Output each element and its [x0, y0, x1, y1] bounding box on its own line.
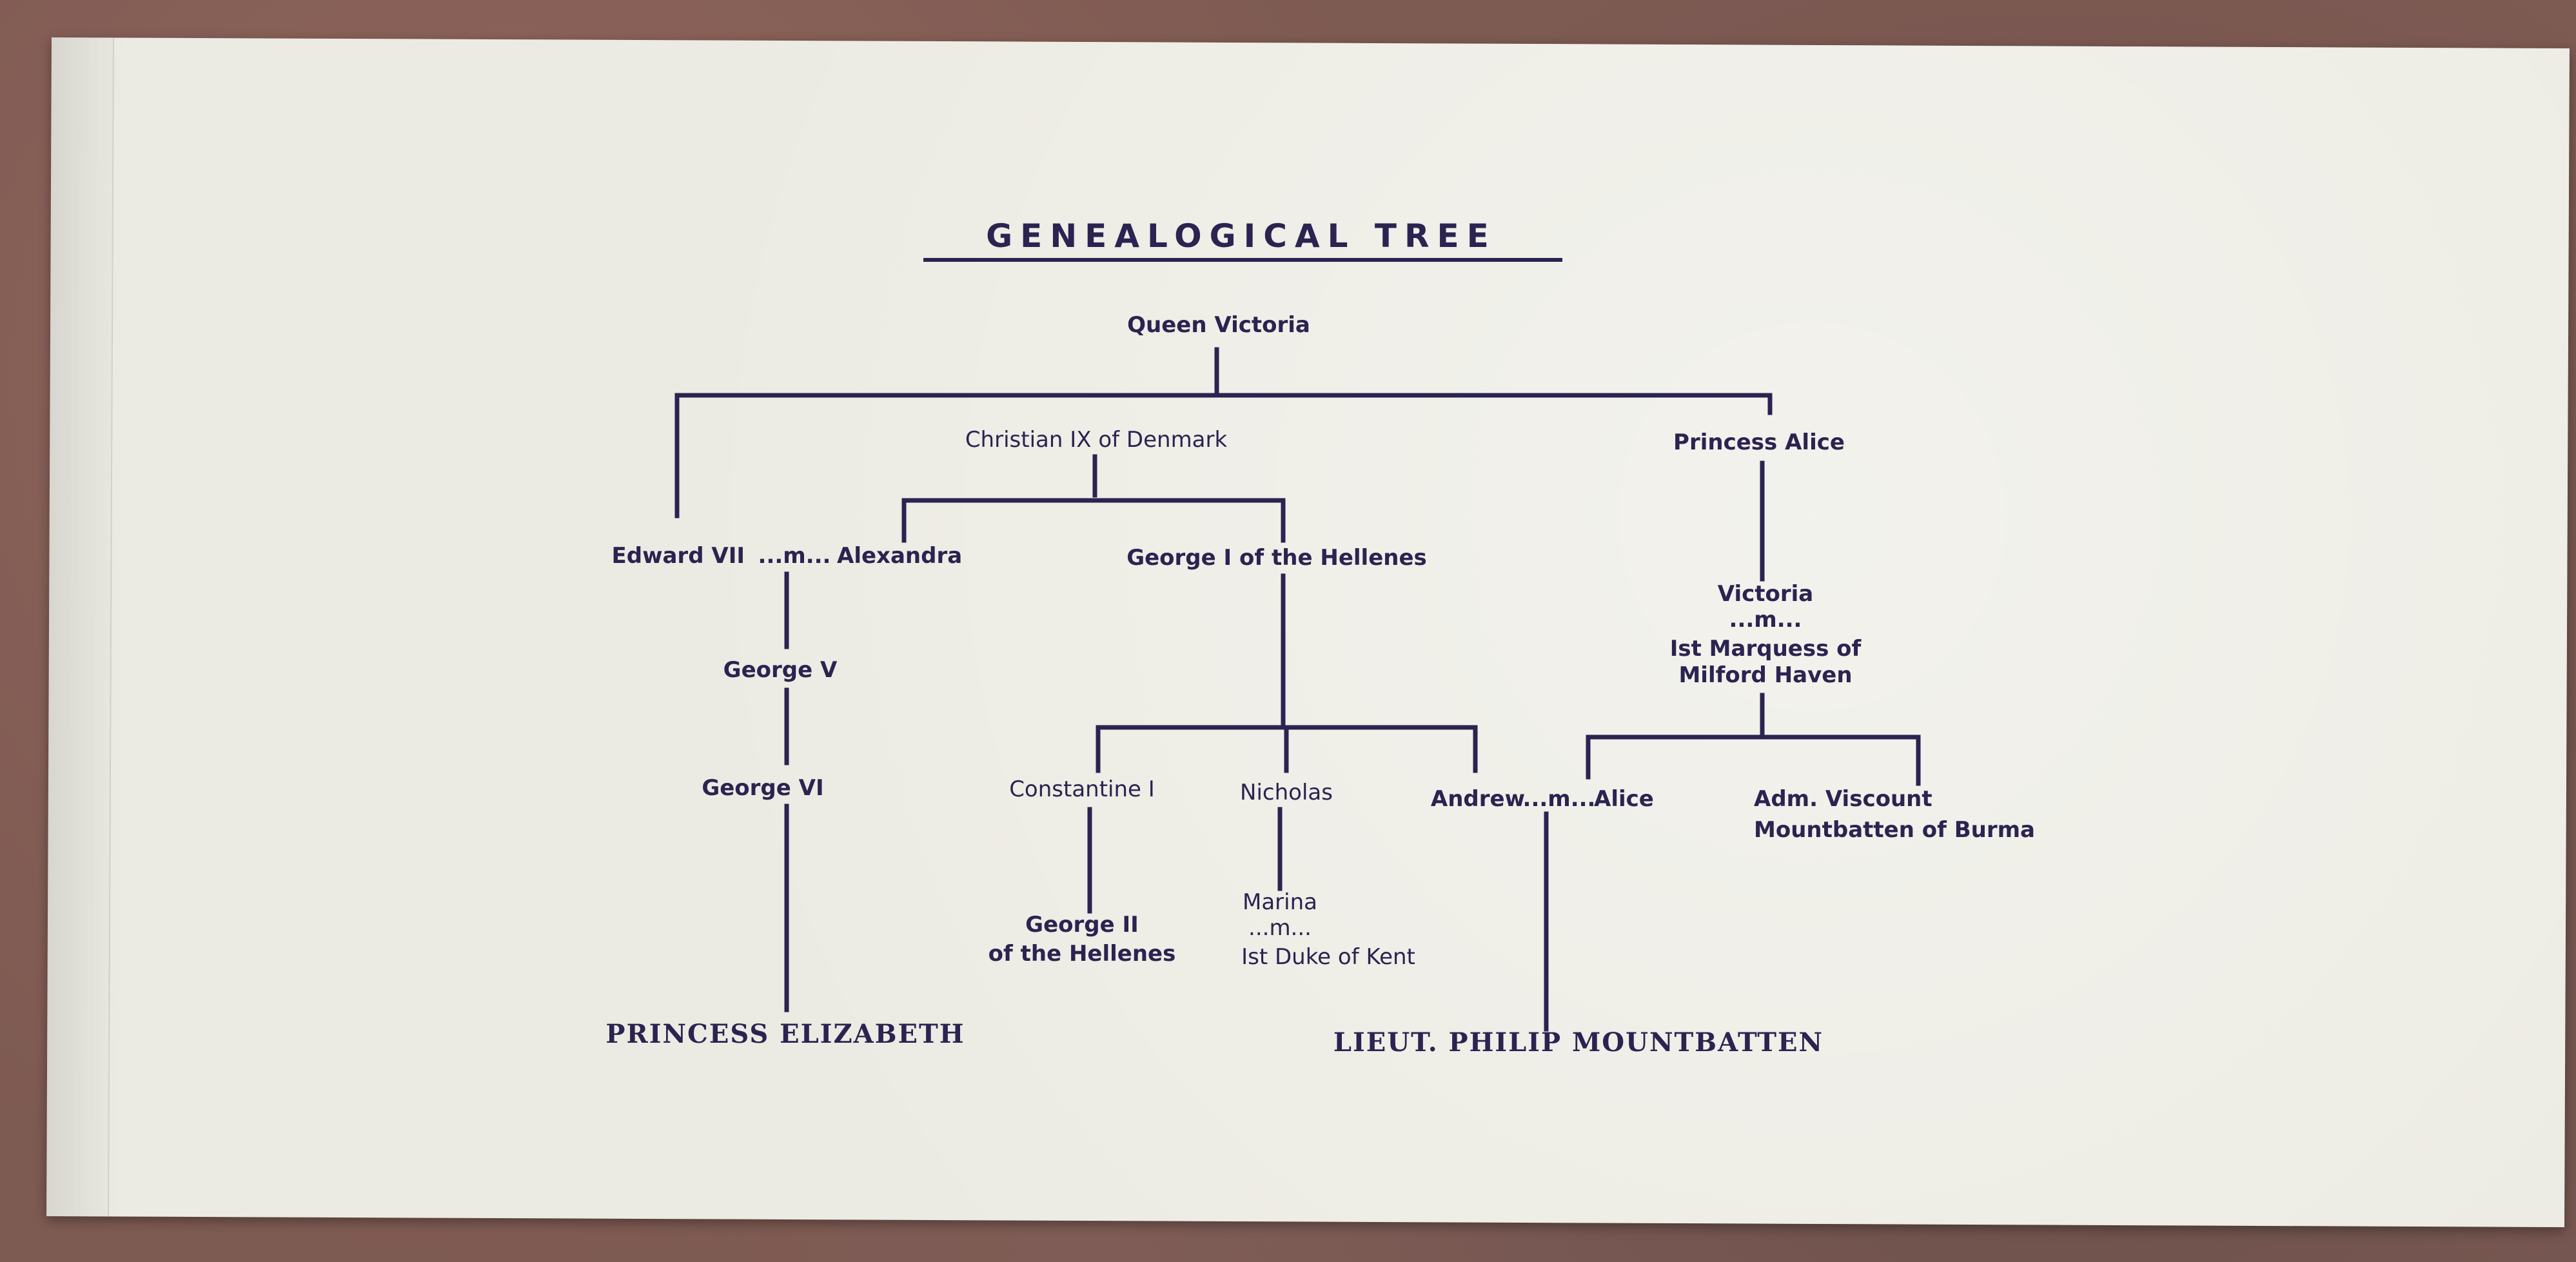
person-marina: Marina	[1243, 889, 1317, 915]
person-constantine-i: Constantine I	[1009, 776, 1155, 802]
marriage-mark-marina: ...m...	[1248, 915, 1312, 941]
person-queen-victoria: Queen Victoria	[1127, 312, 1310, 338]
person-alexandra: Alexandra	[837, 543, 962, 569]
person-george-ii-line-1: George II	[1025, 912, 1139, 938]
person-princess-alice: Princess Alice	[1673, 429, 1845, 455]
person-duke-of-kent: Ist Duke of Kent	[1241, 944, 1415, 970]
person-victoria: Victoria	[1718, 581, 1814, 607]
person-george-i: George I of the Hellenes	[1126, 545, 1427, 571]
page-title: GENEALOGICAL TREE	[986, 217, 1497, 255]
person-nicholas: Nicholas	[1240, 780, 1333, 805]
marriage-mark-edward-alexandra: ...m...	[758, 543, 831, 569]
person-alice: Alice	[1594, 786, 1654, 812]
marriage-mark-victoria: ...m...	[1729, 607, 1802, 633]
person-george-ii-line-2: of the Hellenes	[988, 941, 1176, 967]
person-andrew: Andrew	[1431, 786, 1525, 812]
person-christian-ix: Christian IX of Denmark	[965, 427, 1228, 453]
person-mountbatten-line-2: Mountbatten of Burma	[1754, 817, 2035, 843]
person-george-v: George V	[723, 657, 838, 683]
person-marquess-line-1: Ist Marquess of	[1670, 636, 1862, 662]
person-marquess-line-2: Milford Haven	[1678, 662, 1852, 688]
person-princess-elizabeth: PRINCESS ELIZABETH	[605, 1019, 965, 1049]
person-mountbatten-line-1: Adm. Viscount	[1754, 786, 1932, 812]
person-george-vi: George VI	[702, 775, 823, 801]
person-lieut-philip-mountbatten: LIEUT. PHILIP MOUNTBATTEN	[1333, 1027, 1824, 1058]
person-edward-vii: Edward VII	[612, 543, 745, 569]
marriage-mark-andrew-alice: ...m...	[1523, 786, 1596, 812]
